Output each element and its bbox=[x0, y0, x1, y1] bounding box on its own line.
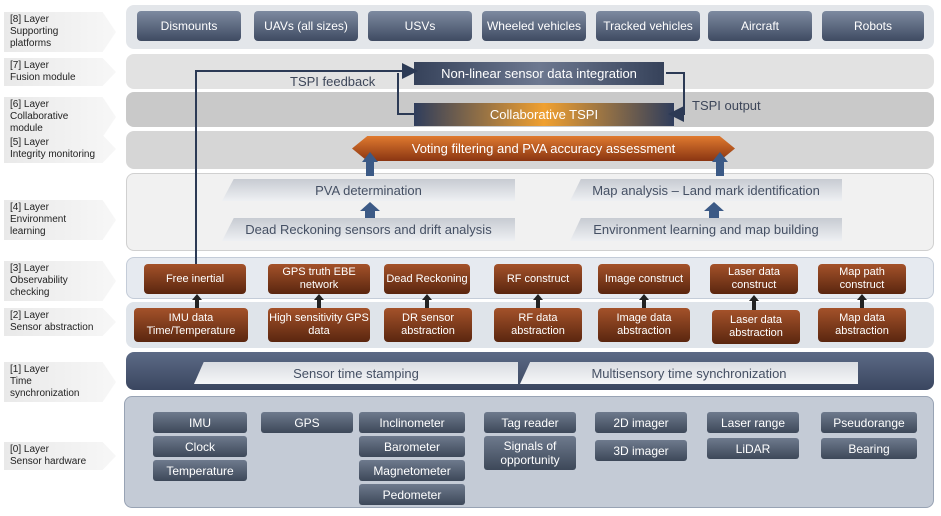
hw-barometer: Barometer bbox=[359, 436, 465, 457]
hw-clock: Clock bbox=[153, 436, 247, 457]
map-analysis-bar: Map analysis – Land mark identification bbox=[570, 179, 842, 201]
voting-filtering-box: Voting filtering and PVA accuracy assess… bbox=[352, 136, 735, 161]
hw-gps: GPS bbox=[261, 412, 353, 433]
hw-bearing: Bearing bbox=[821, 438, 917, 459]
hw-inclinometer: Inclinometer bbox=[359, 412, 465, 433]
platform-robots: Robots bbox=[822, 11, 924, 41]
platform-dismounts: Dismounts bbox=[137, 11, 241, 41]
platform-uavs: UAVs (all sizes) bbox=[254, 11, 358, 41]
obs-image-construct: Image construct bbox=[598, 264, 690, 294]
hw-temperature: Temperature bbox=[153, 460, 247, 481]
platform-aircraft: Aircraft bbox=[708, 11, 812, 41]
abs-laser-data: Laser data abstraction bbox=[712, 310, 800, 344]
hw-pseudorange: Pseudorange bbox=[821, 412, 917, 433]
platform-usvs: USVs bbox=[368, 11, 472, 41]
fusion-box: Non-linear sensor data integration bbox=[414, 62, 664, 85]
hw-tag-reader: Tag reader bbox=[484, 412, 576, 433]
environment-learning-bar: Environment learning and map building bbox=[570, 218, 842, 241]
pva-determination-bar: PVA determination bbox=[222, 179, 515, 201]
obs-map-path-construct: Map path construct bbox=[818, 264, 906, 294]
hw-imu: IMU bbox=[153, 412, 247, 433]
dead-reckoning-bar: Dead Reckoning sensors and drift analysi… bbox=[222, 218, 515, 241]
obs-rf-construct: RF construct bbox=[494, 264, 582, 294]
tspi-output-label: TSPI output bbox=[692, 98, 761, 113]
obs-free-inertial: Free inertial bbox=[144, 264, 246, 294]
abs-imu-data: IMU data Time/Temperature bbox=[134, 308, 248, 342]
hw-3d-imager: 3D imager bbox=[595, 440, 687, 461]
hw-signals-of-opportunity: Signals of opportunity bbox=[484, 436, 576, 470]
tspi-feedback-label: TSPI feedback bbox=[290, 74, 376, 89]
hw-laser-range: Laser range bbox=[707, 412, 799, 433]
abs-image-data: Image data abstraction bbox=[598, 308, 690, 342]
platform-wheeled-vehicles: Wheeled vehicles bbox=[482, 11, 586, 41]
abs-rf-data: RF data abstraction bbox=[494, 308, 582, 342]
hw-lidar: LiDAR bbox=[707, 438, 799, 459]
obs-laser-construct: Laser data construct bbox=[710, 264, 798, 294]
hw-2d-imager: 2D imager bbox=[595, 412, 687, 433]
obs-gps-truth: GPS truth EBE network bbox=[268, 264, 370, 294]
hw-pedometer: Pedometer bbox=[359, 484, 465, 505]
abs-gps-data: High sensitivity GPS data bbox=[268, 308, 370, 342]
obs-dead-reckoning: Dead Reckoning bbox=[384, 264, 470, 294]
abs-dr-sensor: DR sensor abstraction bbox=[384, 308, 472, 342]
platform-tracked-vehicles: Tracked vehicles bbox=[596, 11, 700, 41]
collaborative-tspi-box: Collaborative TSPI bbox=[414, 103, 674, 126]
multisensory-time-sync-bar: Multisensory time synchronization bbox=[520, 362, 858, 384]
sensor-time-stamping-bar: Sensor time stamping bbox=[194, 362, 518, 384]
abs-map-data: Map data abstraction bbox=[818, 308, 906, 342]
hw-magnetometer: Magnetometer bbox=[359, 460, 465, 481]
